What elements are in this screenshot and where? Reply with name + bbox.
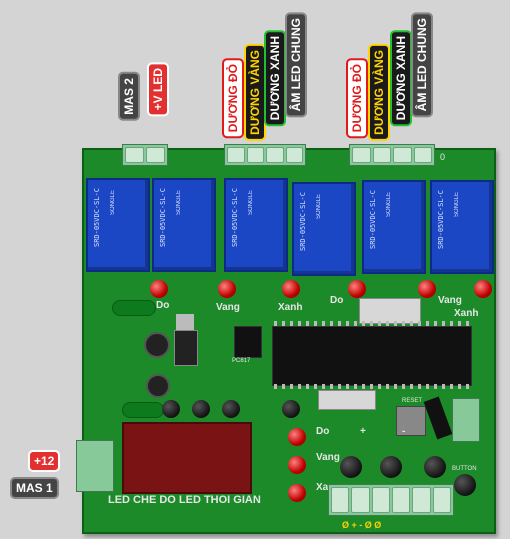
led-xanh-2 xyxy=(474,280,492,298)
silk-xanh-3: Xa xyxy=(316,482,329,493)
silk-button: BUTTON xyxy=(452,466,477,472)
capacitor-2 xyxy=(146,374,170,398)
relay-text: SRD-05VDC-SL-C xyxy=(299,192,307,252)
relay-2: SRD-05VDC-SL-C SONGLE xyxy=(152,178,216,272)
relay-brand: SONGLE xyxy=(316,194,322,220)
led-do-2 xyxy=(348,280,366,298)
plus-v-led-label: +V LED xyxy=(147,62,169,117)
reset-button[interactable] xyxy=(396,406,426,436)
terminal-right xyxy=(452,398,480,442)
terminal-group2 xyxy=(349,144,435,166)
ic-pins-bottom xyxy=(274,384,470,389)
regulator-tab xyxy=(176,314,194,330)
zero-mark: 0 xyxy=(440,152,446,162)
relay-4: SRD-05VDC-SL-C SONGLE xyxy=(292,182,356,276)
transistor-3 xyxy=(222,400,240,418)
relay-1: SRD-05VDC-SL-C SONGLE xyxy=(86,178,150,272)
relay-text: SRD-05VDC-SL-C xyxy=(369,190,377,250)
button-2[interactable] xyxy=(380,456,402,478)
group2-duong-vang-label: DƯƠNG VÀNG xyxy=(368,44,390,141)
silk-reset: RESET xyxy=(402,398,423,404)
relay-text: SRD-05VDC-SL-C xyxy=(437,190,445,250)
silk-vang-1: Vang xyxy=(216,302,240,313)
silk-chip-label: PC817 xyxy=(232,358,251,364)
group2-duong-do-label: DƯƠNG ĐỎ xyxy=(346,58,368,139)
group1-am-led-chung-label: ÂM LED CHUNG xyxy=(285,12,307,118)
led-xanh-3 xyxy=(288,484,306,502)
voltage-regulator xyxy=(174,330,198,366)
relay-brand: SONGLE xyxy=(176,190,182,216)
silk-vang-3: Vang xyxy=(316,452,340,463)
ic-pins-top xyxy=(274,321,470,326)
relay-text: SRD-05VDC-SL-C xyxy=(231,188,239,248)
relay-brand: SONGLE xyxy=(454,192,460,218)
terminal-mas1 xyxy=(76,440,114,492)
relay-brand: SONGLE xyxy=(248,190,254,216)
capacitor-1 xyxy=(144,332,170,358)
terminal-mas2 xyxy=(122,144,168,166)
button-1[interactable] xyxy=(340,456,362,478)
mas1-label: MAS 1 xyxy=(10,477,59,499)
relay-5: SRD-05VDC-SL-C SONGLE xyxy=(362,180,426,274)
mas2-label: MAS 2 xyxy=(118,72,140,121)
seven-segment-display xyxy=(122,422,252,494)
relay-brand: SONGLE xyxy=(386,192,392,218)
pcb-board: 0 SRD-05VDC-SL-C SONGLE SRD-05VDC-SL-C SON… xyxy=(76,144,496,534)
terminal-bottom xyxy=(328,484,454,516)
group2-duong-xanh-label: DƯƠNG XANH xyxy=(390,30,412,127)
led-do-1 xyxy=(150,280,168,298)
silk-minus: - xyxy=(402,426,406,437)
group1-duong-vang-label: DƯƠNG VÀNG xyxy=(244,44,266,141)
transistor-1 xyxy=(162,400,180,418)
transistor-2 xyxy=(192,400,210,418)
silk-vang-2: Vang xyxy=(438,295,462,306)
microcontroller-ic xyxy=(272,326,472,386)
silk-bottom-label: LED CHE DO LED THOI GIAN xyxy=(108,494,261,506)
relay-text: SRD-05VDC-SL-C xyxy=(93,188,101,248)
silk-xanh-2: Xanh xyxy=(454,308,479,319)
component-green-cap-2 xyxy=(122,402,164,418)
button-4[interactable] xyxy=(454,474,476,496)
pin-header-mid xyxy=(318,390,376,410)
component-green-cap xyxy=(112,300,156,316)
relay-brand: SONGLE xyxy=(110,190,116,216)
jumper xyxy=(423,396,453,440)
group2-am-led-chung-label: ÂM LED CHUNG xyxy=(411,12,433,118)
led-vang-1 xyxy=(218,280,236,298)
silk-do-2: Do xyxy=(330,295,344,306)
led-do-3 xyxy=(288,428,306,446)
plus12-label: +12 xyxy=(28,450,61,472)
led-vang-2 xyxy=(418,280,436,298)
led-xanh-1 xyxy=(282,280,300,298)
relay-3: SRD-05VDC-SL-C SONGLE xyxy=(224,178,288,272)
silk-terminal-bottom: Ø + - Ø Ø xyxy=(342,520,382,530)
led-vang-3 xyxy=(288,456,306,474)
relay-6: SRD-05VDC-SL-C SONGLE xyxy=(430,180,494,274)
optocoupler-chip xyxy=(234,326,262,358)
silk-do-3: Do xyxy=(316,426,330,437)
relay-text: SRD-05VDC-SL-C xyxy=(159,188,167,248)
silk-do-1: Do xyxy=(156,300,170,311)
terminal-group1 xyxy=(224,144,306,166)
group1-duong-do-label: DƯƠNG ĐỎ xyxy=(222,58,244,139)
silk-xanh-1: Xanh xyxy=(278,302,303,313)
button-3[interactable] xyxy=(424,456,446,478)
silk-plus: + xyxy=(360,426,366,437)
transistor-4 xyxy=(282,400,300,418)
group1-duong-xanh-label: DƯƠNG XANH xyxy=(264,30,286,127)
